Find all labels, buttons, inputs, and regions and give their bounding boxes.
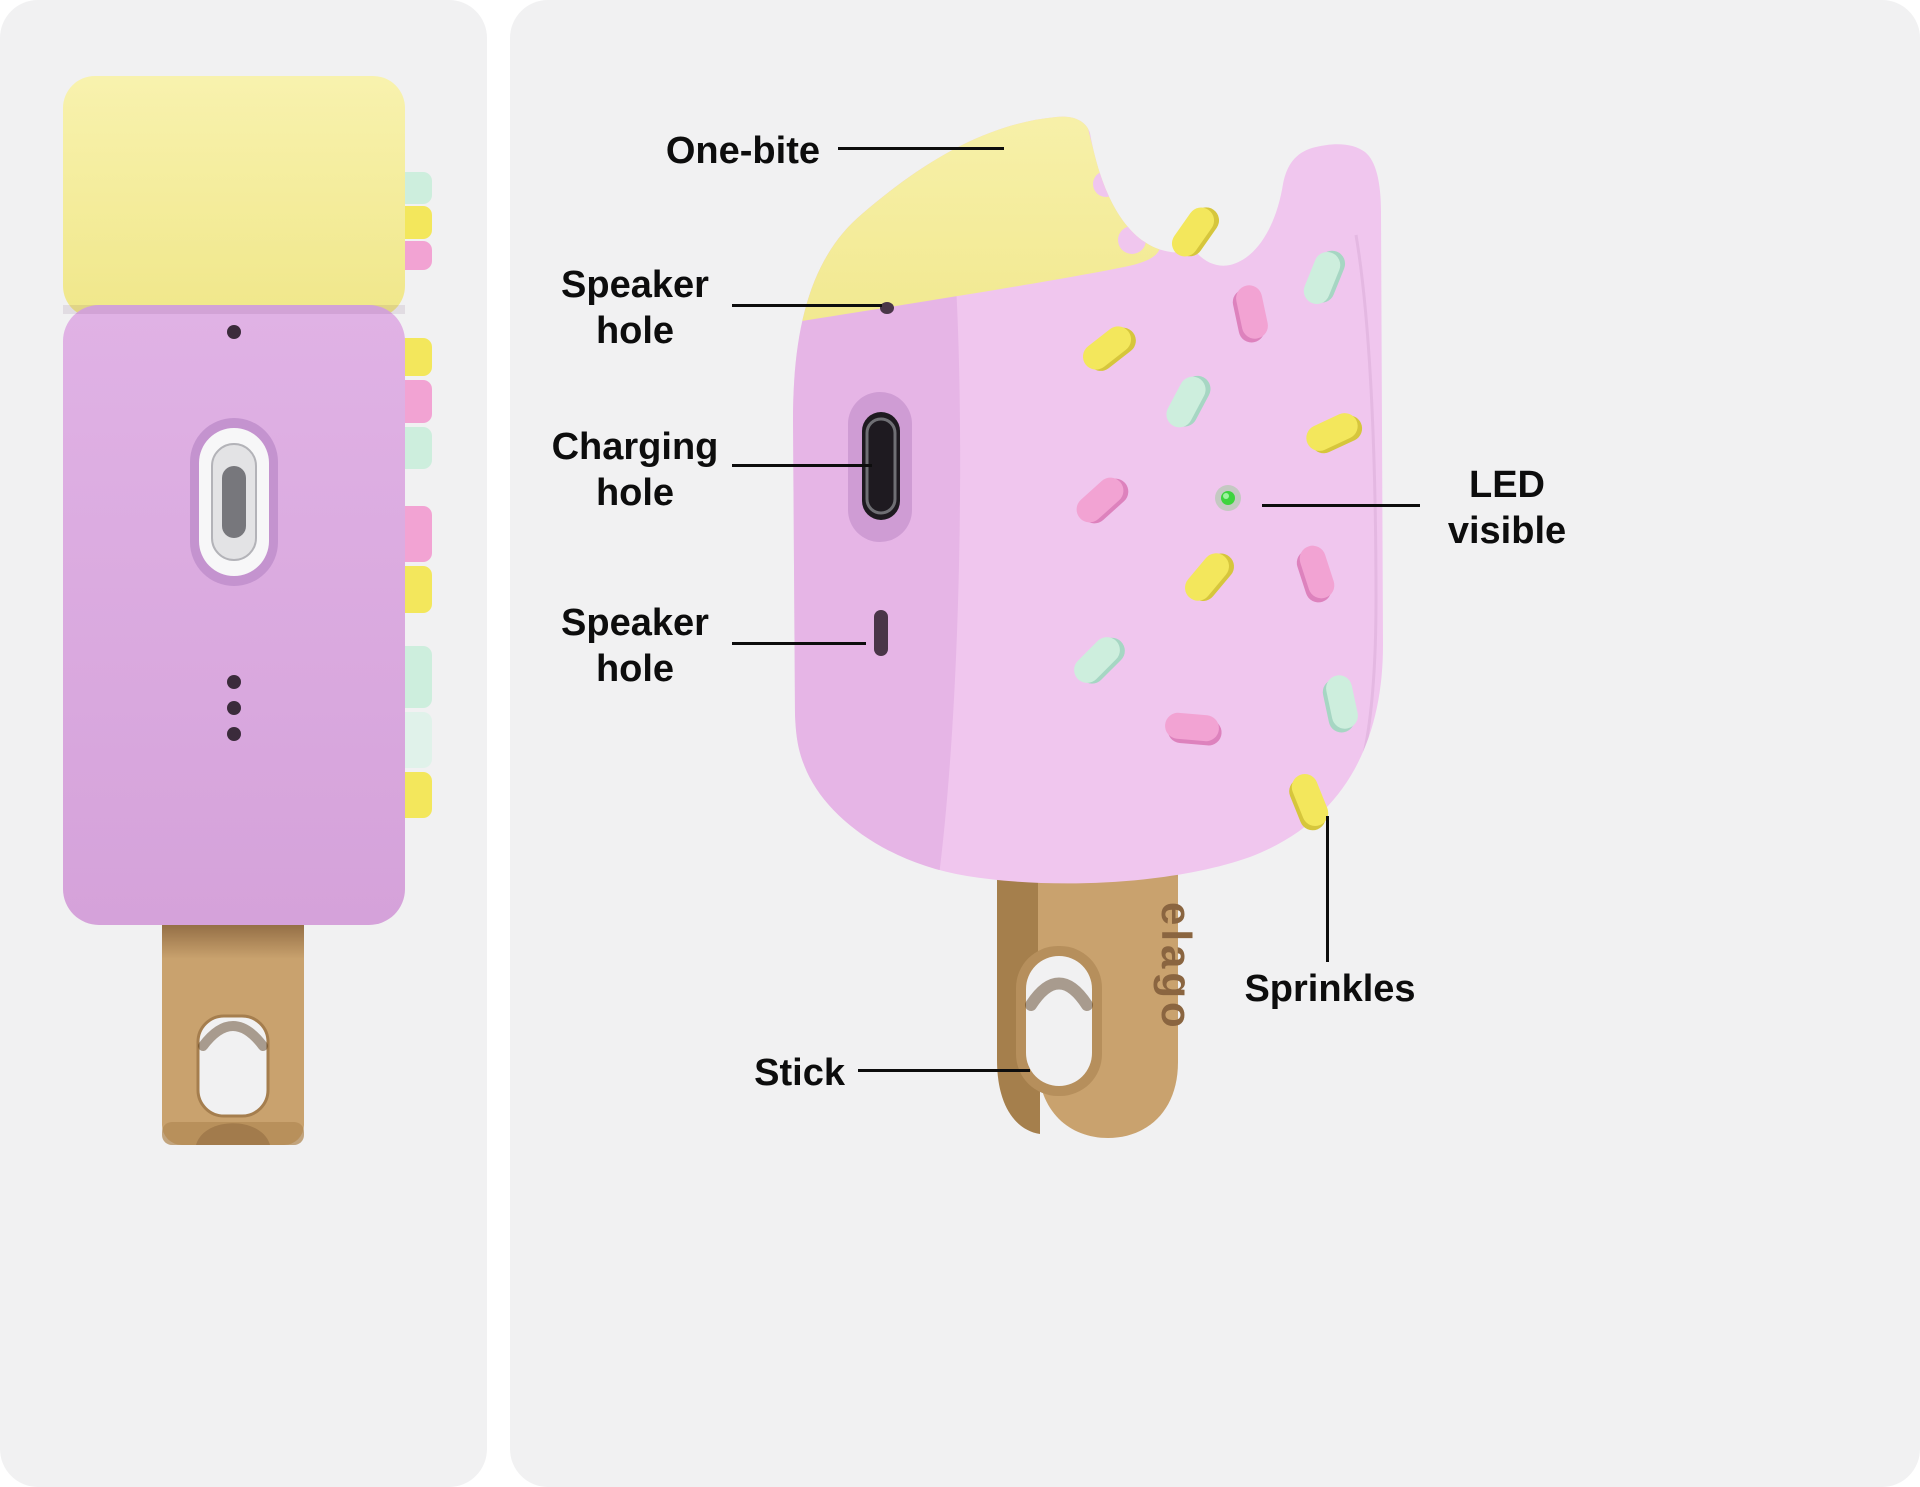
label-sprinkles: Sprinkles <box>1244 968 1416 1010</box>
bite-top-front <box>63 76 405 318</box>
speaker-hole-bottom-angled <box>874 610 888 656</box>
label-speaker-hole-top: Speaker hole <box>561 264 709 353</box>
label-speaker-hole-bottom: Speaker hole <box>561 602 709 691</box>
label-led-visible: LED visible <box>1447 464 1567 553</box>
charging-hole-front <box>190 418 278 586</box>
speaker-hole-top-front <box>227 325 241 339</box>
label-charging-hole: Charging hole <box>551 426 719 515</box>
bite-top-angled <box>793 116 1161 345</box>
speaker-hole-bottom-callout-line <box>732 642 866 645</box>
stick-hole-shadow <box>198 1021 268 1051</box>
speaker-hole-top-angled <box>880 302 894 314</box>
one-bite-callout-line <box>838 147 1004 150</box>
sprinkles-callout-line <box>1326 816 1329 962</box>
stick-angled-view: elago <box>997 840 1200 1138</box>
led-indicator <box>1215 485 1241 511</box>
case-body-front <box>63 305 405 925</box>
stick-front-view <box>162 905 304 1145</box>
stick-brand-text: elago <box>1153 902 1200 1032</box>
charging-hole-angled <box>848 392 912 542</box>
label-stick: Stick <box>754 1052 845 1094</box>
speaker-hole-top-callout-line <box>732 304 882 307</box>
front-view-render <box>63 76 432 1145</box>
sprinkles-decoration <box>1074 207 1363 831</box>
led-visible-callout-line <box>1262 504 1420 507</box>
label-one-bite: One-bite <box>665 130 820 172</box>
stick-callout-line <box>858 1069 1030 1072</box>
angled-view-render: elago <box>793 116 1383 1138</box>
charging-hole-callout-line <box>732 464 872 467</box>
speaker-holes-bottom-front <box>227 675 241 741</box>
